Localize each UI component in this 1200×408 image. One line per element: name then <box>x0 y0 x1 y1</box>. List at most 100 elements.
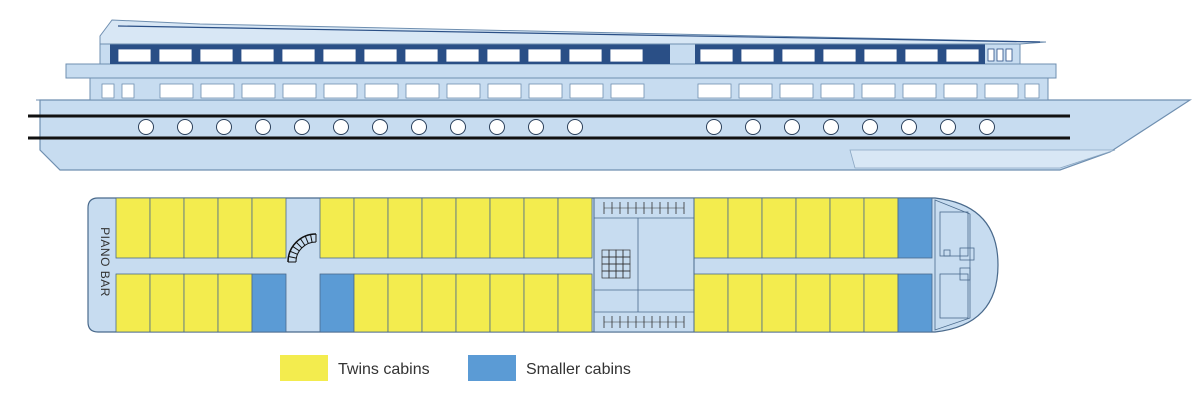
porthole <box>901 119 917 135</box>
twin-cabin <box>863 273 899 333</box>
window <box>861 83 896 99</box>
smaller-cabin <box>897 197 933 259</box>
upper-rail <box>65 63 1057 79</box>
window <box>781 48 816 63</box>
twin-cabin <box>727 197 763 259</box>
window <box>486 48 521 63</box>
twin-cabin <box>795 197 831 259</box>
porthole <box>567 119 583 135</box>
window <box>200 83 235 99</box>
twin-cabin <box>523 197 559 259</box>
porthole <box>216 119 232 135</box>
twin-cabin <box>387 273 423 333</box>
window <box>863 48 898 63</box>
legend-swatch-smaller <box>468 355 516 381</box>
window <box>945 48 980 63</box>
window <box>446 83 481 99</box>
porthole <box>411 119 427 135</box>
roof-line <box>117 25 1041 43</box>
window <box>740 48 775 63</box>
window <box>282 83 317 99</box>
window <box>240 48 275 63</box>
window <box>323 83 358 99</box>
window <box>528 83 563 99</box>
twin-cabin <box>829 197 865 259</box>
twin-cabin <box>863 197 899 259</box>
twin-cabin <box>149 197 185 259</box>
porthole <box>177 119 193 135</box>
twin-cabin <box>183 197 219 259</box>
porthole <box>138 119 154 135</box>
twin-cabin <box>829 273 865 333</box>
legend-swatch-twins <box>280 355 328 381</box>
top-deck-windows <box>117 48 1013 63</box>
deck-plan: PIANO BAR <box>87 197 999 333</box>
window <box>241 83 276 99</box>
legend: Twins cabins Smaller cabins <box>280 355 631 381</box>
window <box>487 83 522 99</box>
porthole <box>372 119 388 135</box>
porthole <box>255 119 271 135</box>
porthole <box>706 119 722 135</box>
twin-cabin <box>557 197 593 259</box>
middle-deck-windows <box>101 83 1040 99</box>
smaller-cabin <box>897 273 933 333</box>
window <box>569 83 604 99</box>
window <box>943 83 978 99</box>
window <box>902 83 937 99</box>
window <box>1005 48 1013 62</box>
porthole <box>784 119 800 135</box>
stairs-fore <box>603 202 685 214</box>
porthole <box>528 119 544 135</box>
window <box>904 48 939 63</box>
twin-cabin <box>455 273 491 333</box>
twin-cabin <box>319 197 355 259</box>
cabin-grid <box>115 197 933 333</box>
twin-cabin <box>421 197 457 259</box>
twin-cabin <box>557 273 593 333</box>
porthole <box>489 119 505 135</box>
window <box>117 48 152 63</box>
twin-cabin <box>489 273 525 333</box>
porthole <box>940 119 956 135</box>
spiral-staircase <box>287 233 317 263</box>
stairs-aft <box>603 316 685 328</box>
porthole <box>979 119 995 135</box>
twin-cabin <box>115 273 151 333</box>
window <box>101 83 115 99</box>
window <box>405 83 440 99</box>
twin-cabin <box>455 197 491 259</box>
window <box>281 48 316 63</box>
porthole <box>294 119 310 135</box>
twin-cabin <box>489 197 525 259</box>
window <box>996 48 1004 62</box>
twin-cabin <box>251 197 287 259</box>
window <box>779 83 814 99</box>
window <box>609 48 644 63</box>
bow-wheelhouse <box>934 199 975 331</box>
window <box>445 48 480 63</box>
window <box>568 48 603 63</box>
window <box>610 83 645 99</box>
twin-cabin <box>795 273 831 333</box>
window <box>697 83 732 99</box>
window <box>364 83 399 99</box>
portholes <box>138 119 995 135</box>
window <box>404 48 439 63</box>
smaller-cabin <box>251 273 287 333</box>
window <box>820 83 855 99</box>
twin-cabin <box>761 197 797 259</box>
window <box>363 48 398 63</box>
window <box>699 48 734 63</box>
sun-deck-roof <box>99 19 1047 45</box>
window <box>987 48 995 62</box>
window <box>158 48 193 63</box>
legend-label-twins: Twins cabins <box>338 361 430 378</box>
window <box>159 83 194 99</box>
twin-cabin <box>217 273 253 333</box>
twin-cabin <box>693 273 729 333</box>
window <box>322 48 357 63</box>
twin-cabin <box>761 273 797 333</box>
window <box>984 83 1019 99</box>
twin-cabin <box>421 273 457 333</box>
